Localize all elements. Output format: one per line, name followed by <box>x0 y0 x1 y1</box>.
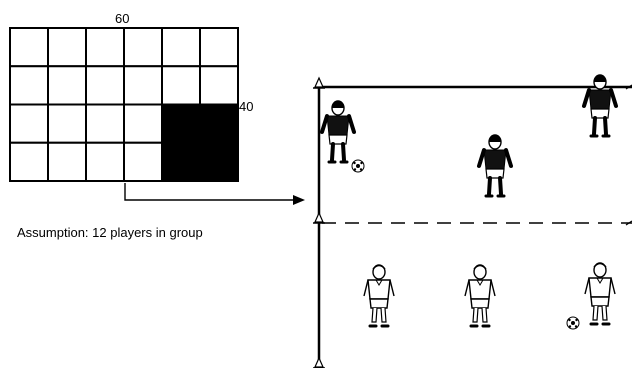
grid-cell <box>199 27 239 68</box>
grid-cell <box>123 103 163 144</box>
grid-cell-filled <box>161 141 201 182</box>
grid-cell <box>85 141 125 182</box>
grid-cell-filled <box>199 103 239 144</box>
grid-cell <box>47 27 87 68</box>
grid-cell-filled <box>161 103 201 144</box>
grid-cell <box>9 27 49 68</box>
grid-cell-filled <box>199 141 239 182</box>
grid-cell <box>199 65 239 106</box>
cone-icon <box>312 357 326 368</box>
arrow-head-icon <box>293 195 305 205</box>
cone-icon <box>312 212 326 224</box>
grid-width-label: 60 <box>115 11 130 26</box>
grid-cell <box>123 141 163 182</box>
player-dark <box>477 133 513 198</box>
grid-cell <box>85 65 125 106</box>
grid-cell <box>47 141 87 182</box>
grid-cell <box>47 65 87 106</box>
grid-cell <box>85 103 125 144</box>
grid-cell <box>85 27 125 68</box>
player-dark <box>320 99 356 164</box>
player-light <box>583 261 617 326</box>
grid-cell <box>123 27 163 68</box>
area-grid <box>9 27 239 182</box>
grid-cell <box>9 103 49 144</box>
player-light <box>463 263 497 328</box>
cone-icon <box>625 220 632 226</box>
soccer-ball-icon <box>351 159 365 173</box>
cone-icon <box>625 84 632 90</box>
grid-height-label: 40 <box>239 99 254 114</box>
player-light <box>362 263 396 328</box>
grid-cell <box>9 65 49 106</box>
grid-cell <box>161 27 201 68</box>
grid-cell <box>47 103 87 144</box>
cone-icon <box>312 77 326 89</box>
grid-cell <box>123 65 163 106</box>
grid-cell <box>161 65 201 106</box>
assumption-text: Assumption: 12 players in group <box>17 225 203 240</box>
player-dark <box>582 73 618 138</box>
connector-arrow <box>124 183 293 201</box>
soccer-ball-icon <box>566 316 580 330</box>
grid-cell <box>9 141 49 182</box>
